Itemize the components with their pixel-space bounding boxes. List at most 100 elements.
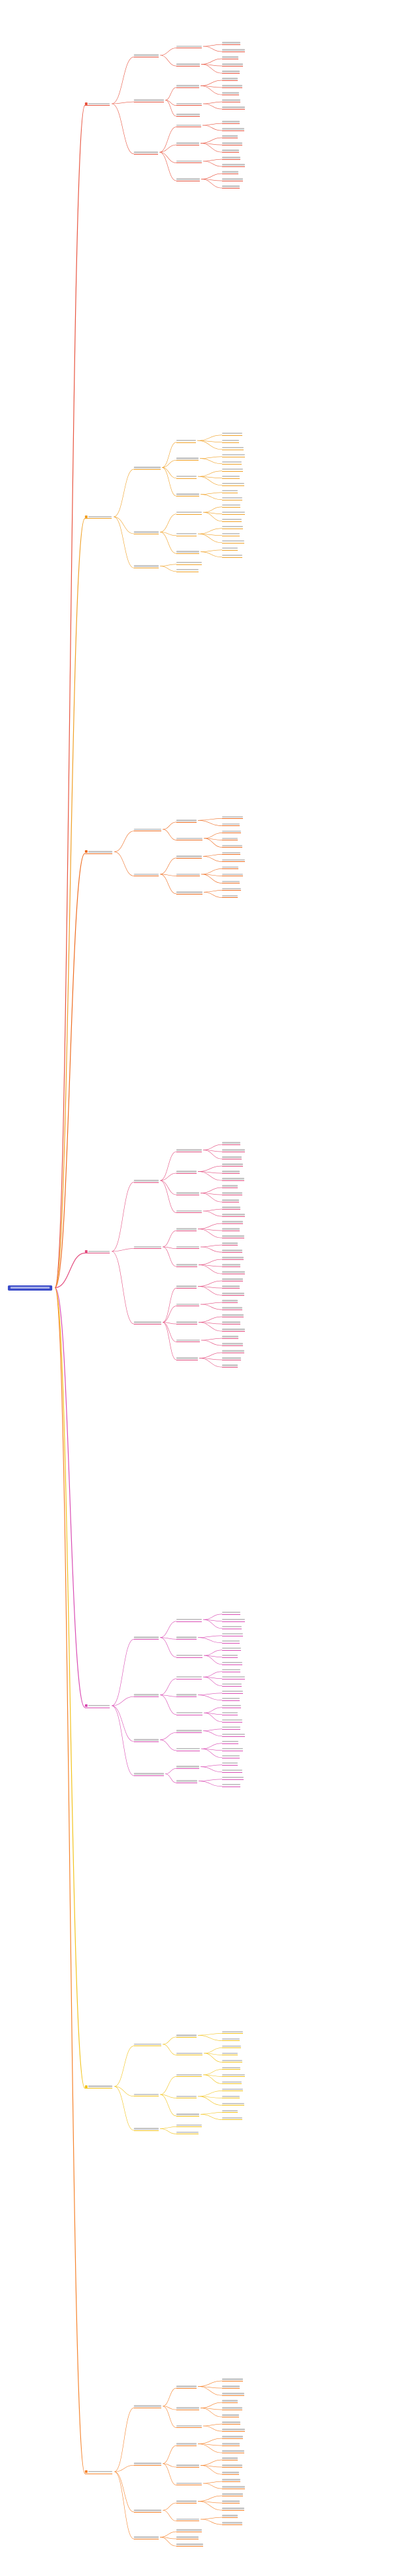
mindmap-node[interactable] [222,2051,238,2055]
mindmap-node[interactable] [222,1270,245,1274]
mindmap-node[interactable] [222,1625,242,1629]
mindmap-node[interactable] [134,2404,161,2408]
mindmap-node[interactable] [222,1256,244,1260]
mindmap-node[interactable] [222,1783,240,1787]
mindmap-node[interactable] [134,564,159,568]
mindmap-node[interactable] [176,560,202,565]
mindmap-node[interactable] [222,2414,239,2417]
mindmap-node[interactable] [222,510,245,515]
mindmap-node[interactable] [222,503,240,508]
mindmap-node[interactable] [134,1772,164,1776]
mindmap-node[interactable] [222,1610,240,1615]
mindmap-node[interactable] [176,2385,197,2389]
mindmap-node[interactable] [222,858,245,862]
mindmap-node[interactable] [176,2051,202,2055]
mindmap-node[interactable] [222,822,240,826]
mindmap-node[interactable] [222,170,238,174]
mindmap-node[interactable] [222,1689,243,1694]
mindmap-node[interactable] [176,2442,197,2446]
mindmap-node[interactable] [222,1718,242,1723]
mindmap-node[interactable] [222,1163,243,1167]
mindmap-node[interactable] [134,2093,159,2097]
mindmap-node[interactable] [222,1646,241,1651]
mindmap-node[interactable] [222,2080,242,2084]
mindmap-node[interactable] [222,84,242,88]
mindmap-node[interactable] [176,457,199,461]
mindmap-node[interactable] [134,1636,159,1640]
mindmap-node[interactable] [222,1199,239,1203]
mindmap-node[interactable] [222,2059,242,2062]
mindmap-node[interactable] [176,2500,197,2504]
mindmap-node[interactable] [222,63,243,67]
mindmap-node[interactable] [222,1220,243,1224]
mindmap-node[interactable] [134,1693,159,1697]
mindmap-node[interactable] [222,2471,239,2475]
mindmap-branch[interactable] [85,1704,110,1708]
mindmap-node[interactable] [222,1618,245,1622]
mindmap-branch[interactable] [85,2470,112,2474]
mindmap-node[interactable] [222,2507,244,2511]
mindmap-node[interactable] [222,2464,242,2468]
mindmap-node[interactable] [222,163,245,167]
mindmap-node[interactable] [222,872,243,876]
mindmap-node[interactable] [176,1357,198,1360]
mindmap-node[interactable] [176,123,201,127]
mindmap-node[interactable] [222,1177,244,1181]
mindmap-node[interactable] [176,1321,197,1325]
mindmap-node[interactable] [222,2435,243,2439]
mindmap-node[interactable] [222,1170,240,1174]
mindmap-node[interactable] [176,63,200,67]
mindmap-node[interactable] [222,1299,238,1303]
mindmap-node[interactable] [222,1775,244,1780]
mindmap-node[interactable] [222,880,240,883]
mindmap-node[interactable] [222,829,241,833]
mindmap-node[interactable] [222,1349,244,1353]
mindmap-node[interactable] [176,1747,200,1751]
mindmap-node[interactable] [222,1761,238,1766]
mindmap-node[interactable] [222,546,238,551]
mindmap-node[interactable] [222,836,238,840]
mindmap-node[interactable] [176,1227,197,1231]
mindmap-node[interactable] [176,1765,199,1769]
mindmap-node[interactable] [134,1245,161,1249]
mindmap-node[interactable] [176,159,202,163]
mindmap-node[interactable] [222,489,238,493]
mindmap-node[interactable] [222,2066,240,2070]
mindmap-node[interactable] [222,2457,238,2461]
mindmap-root[interactable] [8,1285,52,1291]
mindmap-node[interactable] [176,872,200,876]
mindmap-node[interactable] [176,1148,202,1152]
mindmap-node[interactable] [176,2517,199,2521]
mindmap-node[interactable] [222,1740,238,1744]
mindmap-node[interactable] [222,120,240,124]
mindmap-node[interactable] [176,1675,202,1679]
mindmap-node[interactable] [134,1178,159,1183]
mindmap-branch[interactable] [85,850,112,854]
mindmap-node[interactable] [222,2514,238,2518]
mindmap-node[interactable] [222,70,240,74]
mindmap-node[interactable] [176,2073,202,2077]
mindmap-node[interactable] [222,55,238,59]
mindmap-node[interactable] [176,1245,199,1249]
mindmap-node[interactable] [222,1768,242,1773]
mindmap-node[interactable] [222,2485,245,2489]
mindmap-node[interactable] [176,550,199,554]
mindmap-node[interactable] [222,2428,245,2432]
mindmap-node[interactable] [222,1704,241,1708]
mindmap-node[interactable] [176,2123,202,2127]
mindmap-node[interactable] [176,1191,199,1195]
mindmap-node[interactable] [222,1732,245,1737]
mindmap-node[interactable] [134,99,164,102]
mindmap-node[interactable] [176,2543,203,2547]
mindmap-node[interactable] [176,474,197,479]
mindmap-node[interactable] [222,2044,241,2048]
mindmap-node[interactable] [134,54,159,57]
mindmap-node[interactable] [222,2492,243,2496]
mindmap-node[interactable] [134,2126,159,2131]
mindmap-node[interactable] [176,1779,197,1783]
mindmap-node[interactable] [176,177,200,181]
mindmap-node[interactable] [176,2112,199,2117]
mindmap-node[interactable] [222,467,243,472]
mindmap-node[interactable] [222,1156,242,1159]
mindmap-node[interactable] [134,150,158,155]
